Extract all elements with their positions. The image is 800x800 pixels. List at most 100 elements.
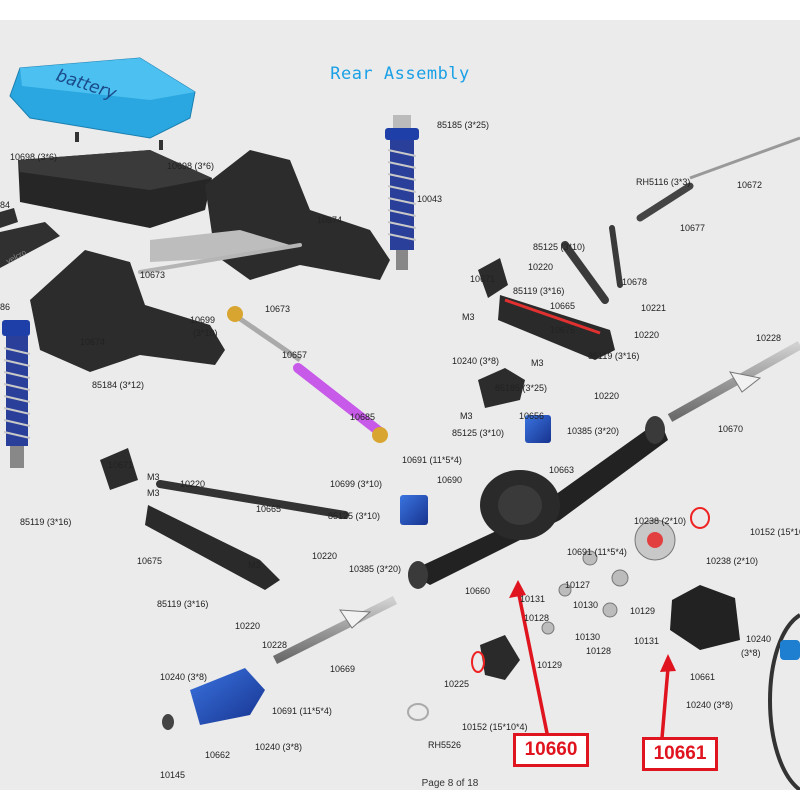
link-10665 [156,480,349,519]
part-number-label: 85185 (3*25) [437,120,489,130]
part-number-label: 10220 [312,551,337,561]
part-number-label: 10152 (15*10*4) [750,527,800,537]
part-number-label: 10128 [586,646,611,656]
part-number-label: 10043 [417,194,442,204]
part-number-label: 10699 (3*10) [330,479,382,489]
shock-tower-right [150,150,390,280]
part-number-label: 10228 [756,333,781,343]
part-number-label: 10674 [317,215,342,225]
driveshaft-10657 [227,306,302,363]
part-number-label: 10691 (11*5*4) [272,706,332,716]
part-number-label: 10240 [746,634,771,644]
battery-tray [18,150,212,228]
knuckle-10663 [525,415,551,443]
part-number-label: 10665 [550,301,575,311]
part-number-label: 10685 [350,412,375,422]
part-number-label: 10129 [630,606,655,616]
part-number-label: 10675 [137,556,162,566]
diagram-title: Rear Assembly [330,64,470,84]
battery: battery [9,57,196,139]
part-number-label: 10677 [680,223,705,233]
part-number-label: 85184 (3*12) [92,380,144,390]
callout-10660: 10660 [513,733,589,767]
part-number-label: 10660 [465,586,490,596]
part-number-label: 85119 (3*16) [513,286,564,296]
part-number-label: 10240 (3*8) [160,672,207,682]
part-number-label: 10238 (2*10) [706,556,758,566]
link-10678 [561,225,623,304]
part-number-label: 10220 [180,479,205,489]
diff-gears [541,550,629,635]
part-number-label: 10691 (11*5*4) [567,547,627,557]
part-number-label: 10130 [573,600,598,610]
part-number-label: 10240 (3*8) [452,356,499,366]
knuckle-lower [400,495,428,525]
axle-housing-10660 [408,416,668,589]
part-number-label: 10690 [437,475,462,485]
part-number-label: 10131 [634,636,659,646]
part-number-label: 85119 (3*16) [588,351,639,361]
mount-10671 [478,258,508,298]
part-number-label: 84 [0,200,10,210]
part-number-label: M3 [147,488,160,498]
part-number-label: 10225 [444,679,469,689]
part-number-label: 10671 [108,460,133,470]
driveshaft-tube-10685 [293,363,388,443]
shock-tower-left [30,250,225,372]
part-number-label: 85125 (3*10) [328,511,380,521]
part-number-label: 10127 [565,580,590,590]
ring-gear-10238 [634,507,710,561]
part-number-label: 10665 [256,504,281,514]
part-number-label: RH5116 (3*3) [636,177,690,187]
part-number-label: 10670 [718,424,743,434]
part-number-label: 10671 [470,274,495,284]
page-indicator: Page 8 of 18 [421,778,479,789]
part-number-label: 10228 [262,640,287,650]
diagram-sheet: battery velcro [0,20,800,790]
exploded-diagram: battery velcro [0,57,800,790]
part-number-label: 10656 [519,411,544,421]
part-number-label: 10129 [537,660,562,670]
axle-shaft-10669 [272,595,398,665]
part-number-label: (3*8) [741,648,761,658]
part-number-label: 85185 (3*25) [495,383,547,393]
part-number-label: 10145 [160,770,185,780]
part-number-label: (3*10) [193,328,218,338]
link-rod-10673 [138,243,302,274]
part-number-label: 10672 [737,180,762,190]
part-number-label: 10663 [549,465,574,475]
part-number-label: 10674 [80,337,105,347]
diff-cover-10661 [670,585,740,650]
mount-10671-left [100,448,138,490]
part-number-label: 10131 [520,594,545,604]
part-number-label: 10662 [205,750,230,760]
part-number-label: 10669 [330,664,355,674]
part-number-label: 10238 (2*10) [634,516,686,526]
part-number-label: RH5526 [428,740,461,750]
hub-10225 [407,635,520,721]
shock-absorber-left [2,320,31,468]
part-number-label: M3 [248,560,261,570]
part-number-label: 10675 [550,325,575,335]
axle-shaft-10670 [667,341,800,422]
part-number-label: 86 [0,302,10,312]
part-number-label: M3 [531,358,544,368]
part-number-label: 85125 (3*10) [452,428,504,438]
part-number-label: 85125 (3*10) [533,242,585,252]
velcro-strap: velcro [0,208,60,268]
part-number-label: 10678 [622,277,647,287]
part-number-label: 10220 [634,330,659,340]
part-number-label: M3 [462,312,475,322]
part-number-label: 10385 (3*20) [567,426,619,436]
part-number-label: 10657 [282,350,307,360]
part-number-label: 10240 (3*8) [686,700,733,710]
hub-carrier-10662 [162,668,265,730]
part-number-label: 10152 (15*10*4) [462,722,528,732]
part-number-label: 10385 (3*20) [349,564,401,574]
part-number-label: 85119 (3*16) [157,599,208,609]
part-number-label: 10661 [690,672,715,682]
part-number-label: 10240 (3*8) [255,742,302,752]
part-number-label: 10220 [594,391,619,401]
part-number-label: 10699 [190,315,215,325]
